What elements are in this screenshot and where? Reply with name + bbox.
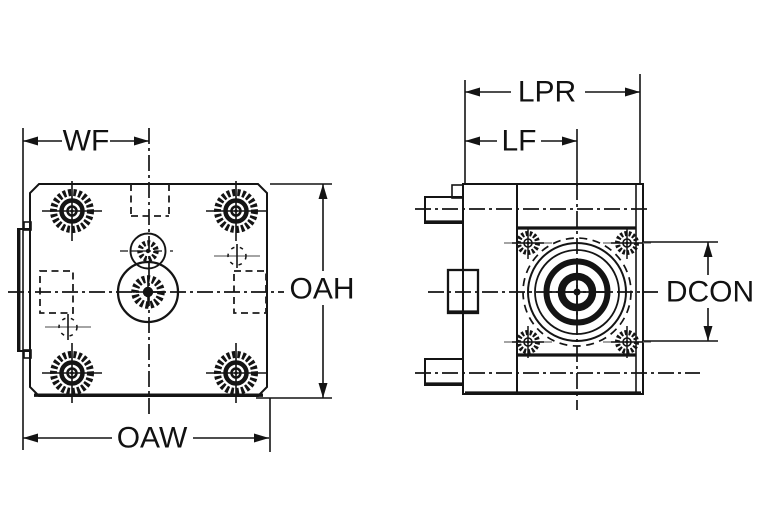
center-boss-small xyxy=(120,232,176,270)
lpr-arrow-left xyxy=(465,87,480,97)
lpr-arrow-right xyxy=(625,87,640,97)
dimension-label-oah: OAH xyxy=(289,273,354,306)
corner-screw-bottom-right xyxy=(206,343,266,403)
dimension-oah: OAH xyxy=(256,183,359,399)
dimension-label-dcon: DCON xyxy=(666,276,754,309)
flange-screw-top-right xyxy=(603,227,651,259)
lf-arrow-right xyxy=(562,136,577,146)
dcon-arrow-up xyxy=(703,242,713,257)
side-view: LPR LF DCON xyxy=(415,74,759,410)
oah-arrow-down xyxy=(318,383,328,398)
coupling xyxy=(522,237,632,347)
flange-screw-bottom-right xyxy=(603,326,651,358)
dimension-label-oaw: OAW xyxy=(117,422,188,455)
hidden-slot-top xyxy=(130,184,170,217)
dimension-label-lpr: LPR xyxy=(518,76,576,109)
dimension-lf: LF xyxy=(465,124,577,158)
side-view-body xyxy=(462,183,644,395)
corner-screw-bottom-left xyxy=(42,343,102,403)
flange-screw-bottom-left xyxy=(504,326,552,358)
front-view: WF OAH OAW xyxy=(8,124,359,455)
flange-screw-top-left xyxy=(504,227,552,259)
wf-arrow-left xyxy=(23,136,38,146)
dimension-label-lf: LF xyxy=(501,125,536,158)
corner-screw-top-right xyxy=(206,181,266,241)
wf-arrow-right xyxy=(134,136,149,146)
center-boss-large xyxy=(116,260,180,324)
dimension-oaw: OAW xyxy=(23,398,271,455)
aux-hole-marker-left xyxy=(45,314,91,340)
dcon-arrow-down xyxy=(703,326,713,341)
corner-screw-top-left xyxy=(42,181,102,241)
aux-hole-marker-right xyxy=(214,244,260,268)
lf-arrow-left xyxy=(465,136,480,146)
dimension-wf: WF xyxy=(23,124,149,158)
coupling-bolt-circle xyxy=(522,237,632,347)
oaw-arrow-right xyxy=(254,433,269,443)
oah-arrow-up xyxy=(318,184,328,199)
dimension-dcon: DCON xyxy=(644,241,759,342)
dimension-label-wf: WF xyxy=(63,125,110,158)
side-stud-top xyxy=(424,196,464,224)
side-stud-bottom xyxy=(424,358,464,386)
dimension-lpr: LPR xyxy=(465,75,640,109)
oaw-arrow-left xyxy=(23,433,38,443)
